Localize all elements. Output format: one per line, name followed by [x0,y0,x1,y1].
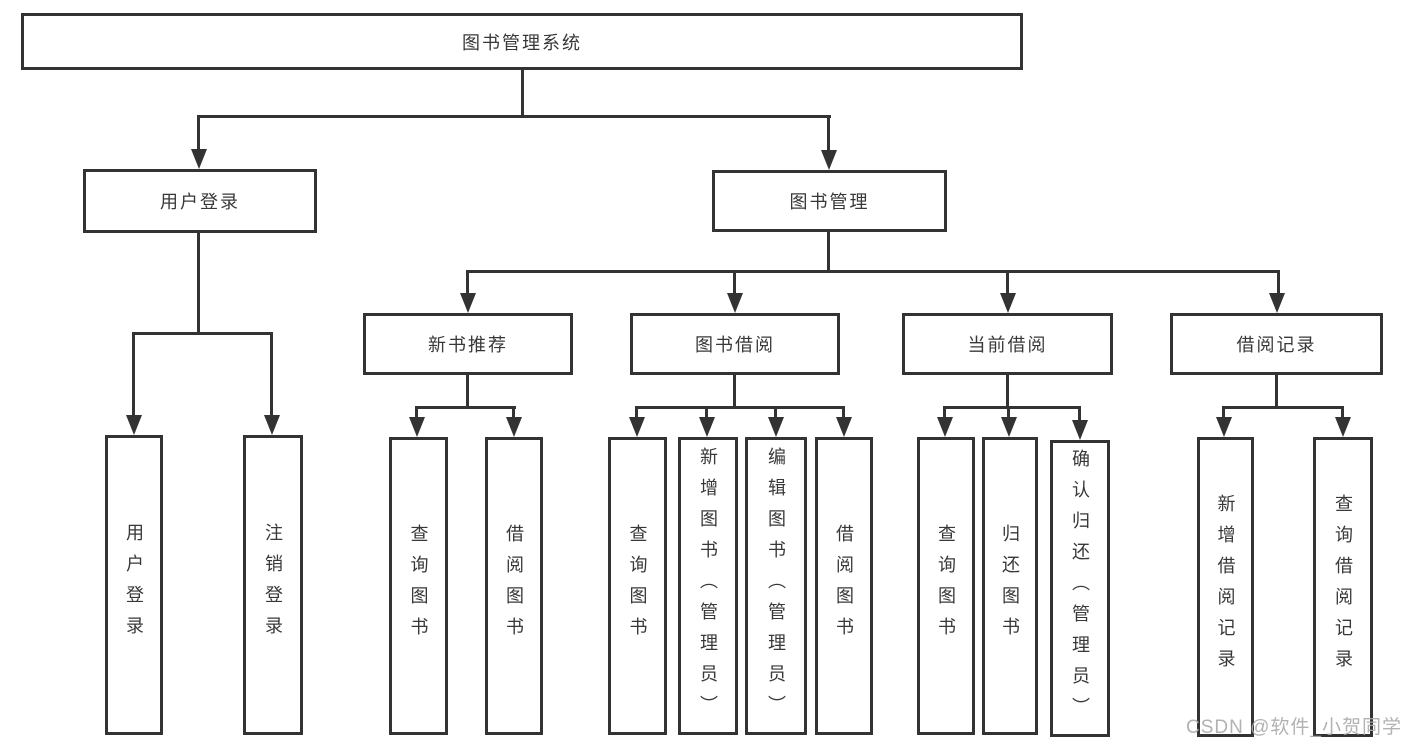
connector-book-borrowing-rail [635,406,845,409]
connector-borrowing-records-stem [1275,375,1278,409]
connector-book-management-rail [466,270,1280,273]
csdn-watermark: CSDN @软件_小贺同学 [1186,717,1402,738]
node-current-borrowing: 当前借阅 [902,313,1113,375]
connector-drop-book-borrowing [733,270,736,295]
connector-drop [1222,406,1225,418]
arrow-down-icon [836,417,852,437]
connector-drop-borrowing-records [1277,270,1280,295]
arrow-down-icon [699,417,715,437]
arrow-down-icon [937,417,953,437]
connector-new-book-stem [466,375,469,409]
arrow-down-icon [126,415,142,435]
arrow-down-icon [264,415,280,435]
leaf-logout: 注销登录 [243,435,303,735]
arrow-down-icon [1000,293,1016,313]
connector-drop [705,406,708,418]
arrow-down-icon [1216,417,1232,437]
arrow-down-icon [1269,293,1285,313]
connector-book-borrowing-stem [733,375,736,409]
connector-drop-new-book [466,270,469,295]
node-borrowing-records: 借阅记录 [1170,313,1383,375]
arrow-down-icon [191,149,207,169]
connector-drop [1078,406,1081,420]
arrow-down-icon [506,417,522,437]
connector-root-rail [198,115,831,118]
arrow-down-icon [629,417,645,437]
connector-drop-user-login [197,115,200,151]
leaf-add-books-admin: 新增图书（管理员） [678,437,738,735]
leaf-return-books: 归还图书 [982,437,1038,735]
connector-book-management-stem [827,232,830,273]
leaf-borrow-books-recommend: 借阅图书 [485,437,543,735]
leaf-query-books-borrowing: 查询图书 [608,437,667,735]
arrow-down-icon [821,150,837,170]
arrow-down-icon [460,293,476,313]
node-root-library-management-system: 图书管理系统 [21,13,1023,70]
leaf-user-login: 用户登录 [105,435,163,735]
connector-drop [1007,406,1010,418]
connector-user-login-rail [132,332,273,335]
arrow-down-icon [1072,420,1088,440]
connector-drop [512,406,515,418]
connector-drop [415,406,418,418]
connector-drop-leaf-user-login [132,332,135,416]
connector-drop-leaf-logout [270,332,273,416]
leaf-confirm-return-admin: 确认归还（管理员） [1050,440,1110,737]
leaf-borrow-books: 借阅图书 [815,437,873,735]
arrow-down-icon [727,293,743,313]
arrow-down-icon [1335,417,1351,437]
node-book-management: 图书管理 [712,170,947,232]
arrow-down-icon [768,417,784,437]
arrow-down-icon [409,417,425,437]
leaf-add-borrow-record: 新增借阅记录 [1197,437,1254,737]
connector-drop [635,406,638,418]
leaf-query-books-recommend: 查询图书 [389,437,448,735]
connector-drop [943,406,946,418]
connector-borrowing-records-rail [1222,406,1344,409]
leaf-edit-books-admin: 编辑图书（管理员） [745,437,807,735]
connector-user-login-stem [197,233,200,335]
connector-root-stem [521,70,524,118]
connector-new-book-rail [415,406,516,409]
connector-drop [1341,406,1344,418]
node-user-login: 用户登录 [83,169,317,233]
arrow-down-icon [1001,417,1017,437]
connector-drop [842,406,845,418]
connector-drop-book-management [827,115,830,151]
node-new-book-recommendation: 新书推荐 [363,313,573,375]
leaf-query-books-current: 查询图书 [917,437,975,735]
connector-current-borrowing-stem [1006,375,1009,409]
connector-current-borrowing-rail [943,406,1081,409]
leaf-query-borrow-record: 查询借阅记录 [1313,437,1373,737]
connector-drop [774,406,777,418]
node-book-borrowing: 图书借阅 [630,313,840,375]
connector-drop-current-borrowing [1006,270,1009,295]
